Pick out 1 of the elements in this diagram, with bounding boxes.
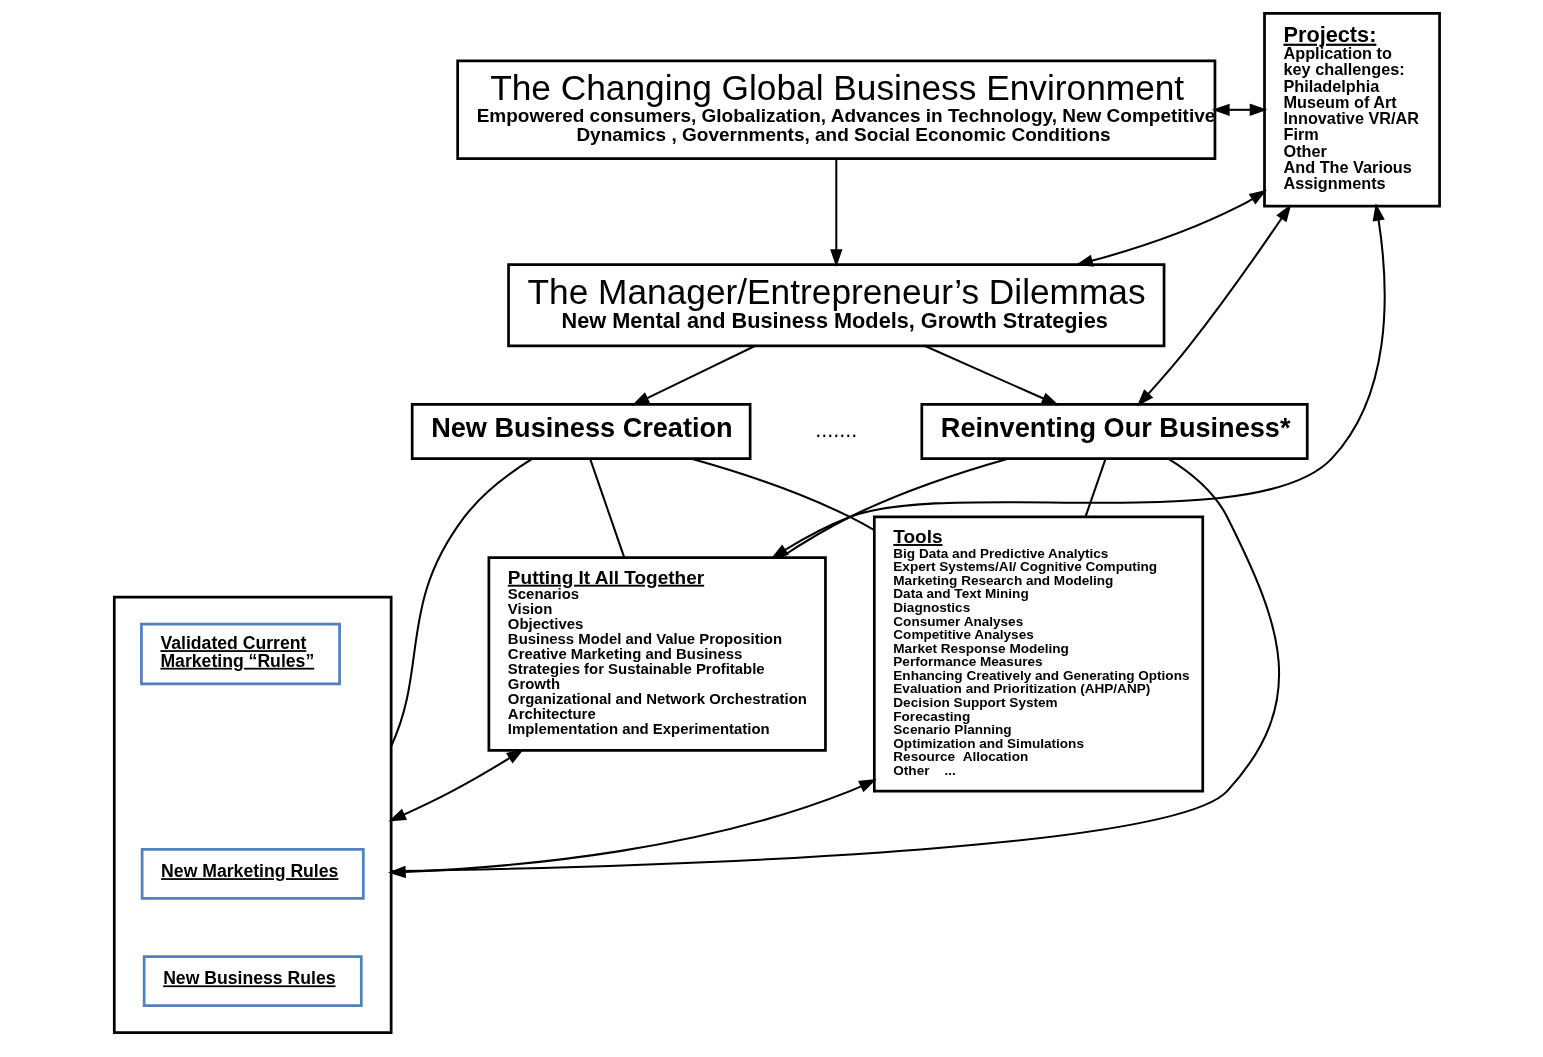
label: ....... [815,416,858,442]
